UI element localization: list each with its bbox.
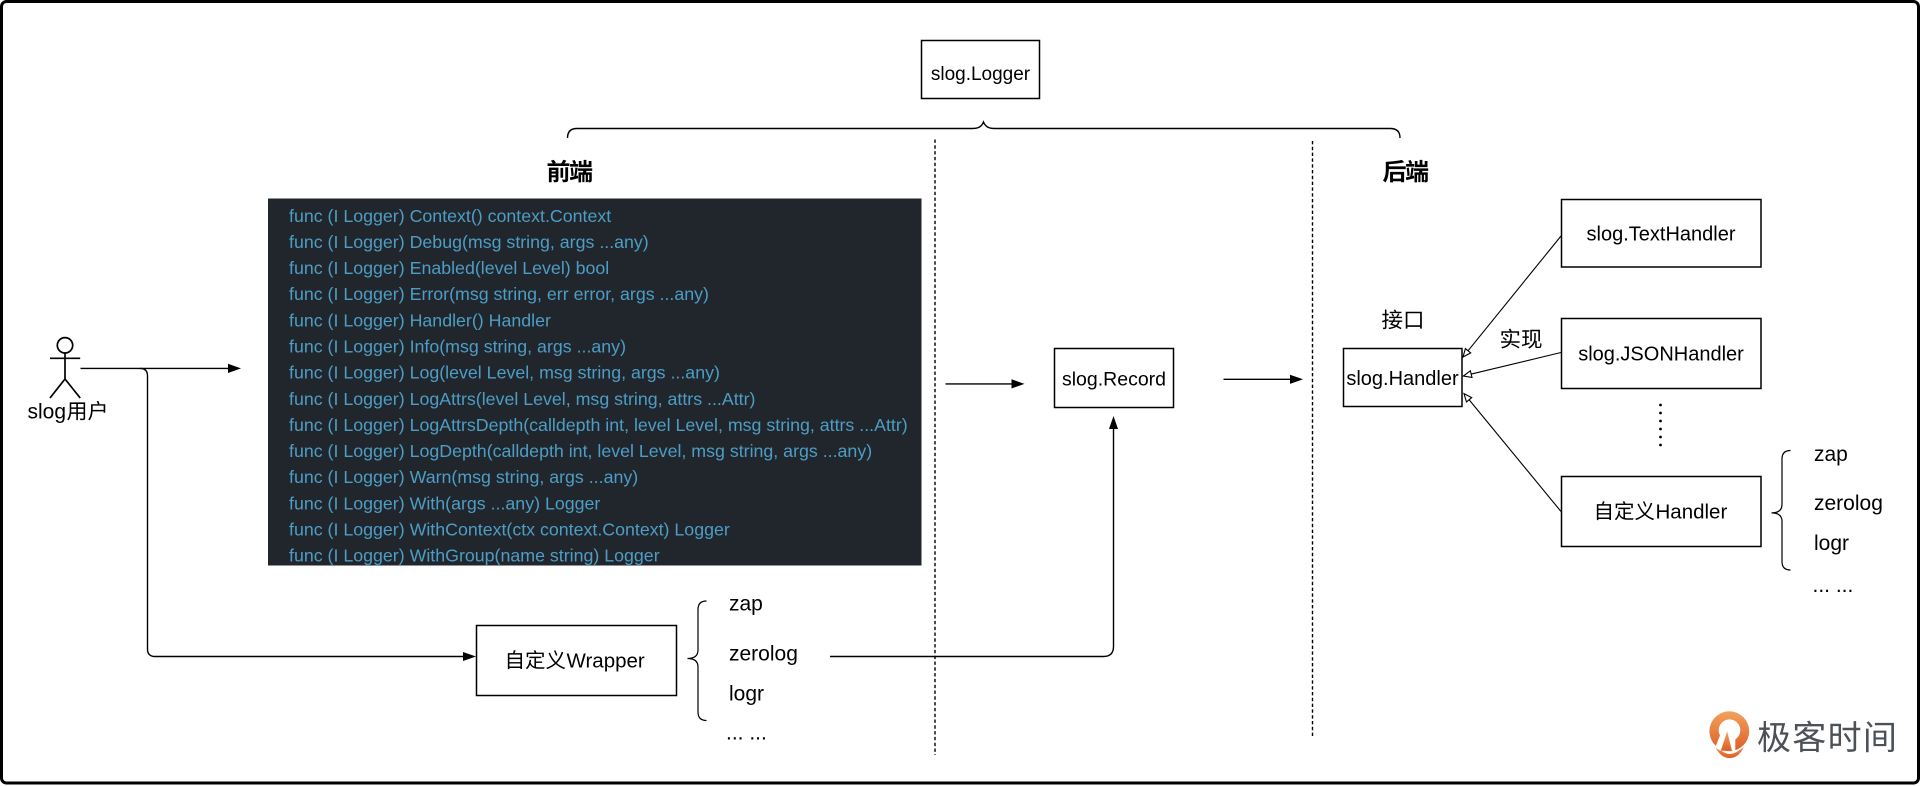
svg-text:logr: logr bbox=[729, 683, 764, 706]
svg-text:zerolog: zerolog bbox=[729, 643, 798, 666]
svg-text:slog.TextHandler: slog.TextHandler bbox=[1587, 224, 1736, 246]
svg-text:func (I Logger) LogDepth(calld: func (I Logger) LogDepth(calldepth int, … bbox=[289, 441, 872, 461]
svg-text:Wrapper: Wrapper bbox=[567, 650, 645, 673]
svg-text:func (I Logger) Debug(msg stri: func (I Logger) Debug(msg string, args .… bbox=[289, 232, 649, 252]
svg-text:func (I Logger) LogAttrsDepth(: func (I Logger) LogAttrsDepth(calldepth … bbox=[289, 415, 908, 435]
svg-text:func (I Logger) Context() cont: func (I Logger) Context() context.Contex… bbox=[289, 206, 611, 226]
svg-text:... ...: ... ... bbox=[1813, 574, 1854, 597]
svg-text:func (I Logger) Handler() Hand: func (I Logger) Handler() Handler bbox=[289, 310, 551, 330]
svg-text:func (I Logger) LogAttrs(level: func (I Logger) LogAttrs(level Level, ms… bbox=[289, 389, 755, 409]
svg-text:func (I Logger) Warn(msg strin: func (I Logger) Warn(msg string, args ..… bbox=[289, 467, 638, 487]
svg-text:Handler: Handler bbox=[1656, 501, 1728, 524]
svg-text:func (I Logger) Error(msg stri: func (I Logger) Error(msg string, err er… bbox=[289, 284, 709, 304]
svg-text:slog.Record: slog.Record bbox=[1062, 369, 1166, 391]
svg-text:slog: slog bbox=[28, 401, 67, 424]
svg-text:func (I Logger) Log(level Leve: func (I Logger) Log(level Level, msg str… bbox=[289, 363, 720, 383]
svg-text:... ...: ... ... bbox=[726, 722, 767, 745]
svg-text:func (I Logger) With(args ...a: func (I Logger) With(args ...any) Logger bbox=[289, 493, 600, 513]
svg-text:func (I Logger) Info(msg strin: func (I Logger) Info(msg string, args ..… bbox=[289, 337, 626, 357]
svg-text:slog.Handler: slog.Handler bbox=[1346, 368, 1459, 390]
svg-text:zap: zap bbox=[1814, 443, 1848, 466]
svg-text:zerolog: zerolog bbox=[1814, 492, 1883, 515]
svg-text:func (I Logger) Enabled(level: func (I Logger) Enabled(level Level) boo… bbox=[289, 258, 609, 278]
svg-text:slog.JSONHandler: slog.JSONHandler bbox=[1578, 344, 1744, 366]
svg-text:slog.Logger: slog.Logger bbox=[931, 64, 1031, 85]
svg-text:logr: logr bbox=[1814, 532, 1849, 555]
svg-text:func (I Logger) WithContext(ct: func (I Logger) WithContext(ctx context.… bbox=[289, 519, 730, 539]
svg-text:zap: zap bbox=[729, 593, 763, 616]
svg-text:func (I Logger) WithGroup(name: func (I Logger) WithGroup(name string) L… bbox=[289, 546, 660, 566]
